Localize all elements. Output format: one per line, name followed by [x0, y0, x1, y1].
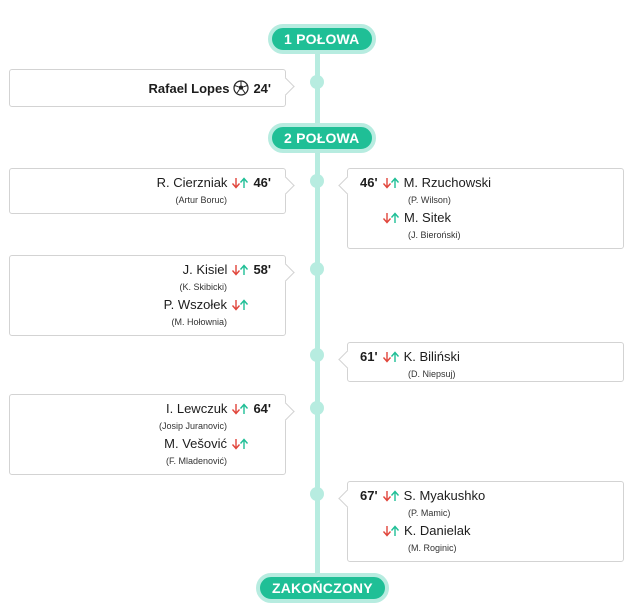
- phase-first-half: 1 POŁOWA: [268, 24, 376, 54]
- timeline-dot: [310, 348, 324, 362]
- substitution-icon: [382, 524, 400, 537]
- player-out: (M. Roginic): [408, 543, 457, 553]
- substitution-row: P. Wszołek: [164, 297, 249, 312]
- player-out: (M. Hołownia): [171, 317, 227, 327]
- substitution-icon: [382, 350, 399, 363]
- player-in: K. Danielak: [404, 523, 471, 538]
- event-minute: 58': [253, 262, 271, 277]
- substitution-icon: [382, 176, 399, 189]
- player-out: (J. Bieroński): [408, 230, 461, 240]
- player-out: (Artur Boruc): [175, 195, 227, 205]
- substitution-card: 67' S. Myakushko (P. Mamic) K. Danielak …: [347, 481, 624, 562]
- goal-event-card: Rafael Lopes 24': [9, 69, 286, 107]
- event-minute: 61': [360, 349, 378, 364]
- timeline-dot: [310, 487, 324, 501]
- player-in: R. Cierzniak: [156, 175, 228, 190]
- substitution-row: I. Lewczuk 64': [166, 401, 271, 416]
- player-in: M. Sitek: [404, 210, 451, 225]
- timeline-line: [315, 30, 320, 590]
- substitution-row: M. Sitek: [382, 210, 451, 225]
- goal-row: Rafael Lopes 24': [149, 80, 271, 96]
- player-out: (Josip Juranovic): [158, 421, 227, 431]
- substitution-icon: [382, 211, 400, 224]
- substitution-row: 67' S. Myakushko: [360, 488, 485, 503]
- substitution-row: 46' M. Rzuchowski: [360, 175, 491, 190]
- substitution-card: I. Lewczuk 64' (Josip Juranovic) M. Vešo…: [9, 394, 286, 475]
- substitution-card: R. Cierzniak 46' (Artur Boruc): [9, 168, 286, 214]
- substitution-icon: [232, 263, 249, 276]
- substitution-row: J. Kisiel 58': [183, 262, 271, 277]
- player-in: M. Rzuchowski: [403, 175, 491, 190]
- goal-minute: 24': [253, 80, 271, 96]
- player-in: K. Biliński: [403, 349, 460, 364]
- event-minute: 46': [253, 175, 271, 190]
- football-icon: [233, 80, 250, 96]
- player-out: (K. Skibicki): [179, 282, 227, 292]
- substitution-card: 46' M. Rzuchowski (P. Wilson) M. Sitek (…: [347, 168, 624, 249]
- player-out: (D. Niepsuj): [408, 369, 456, 379]
- player-out: (P. Mamic): [408, 508, 451, 518]
- goal-scorer: Rafael Lopes: [148, 80, 230, 96]
- substitution-row: 61' K. Biliński: [360, 349, 460, 364]
- player-in: M. Vešović: [164, 436, 227, 451]
- timeline-dot: [310, 174, 324, 188]
- substitution-icon: [382, 489, 399, 502]
- timeline-dot: [310, 401, 324, 415]
- substitution-icon: [232, 402, 249, 415]
- timeline-dot: [310, 262, 324, 276]
- phase-finished: ZAKOŃCZONY: [256, 573, 389, 603]
- substitution-card: J. Kisiel 58' (K. Skibicki) P. Wszołek (…: [9, 255, 286, 336]
- event-minute: 64': [253, 401, 271, 416]
- substitution-row: K. Danielak: [382, 523, 470, 538]
- substitution-row: R. Cierzniak 46': [157, 175, 271, 190]
- timeline-dot: [310, 75, 324, 89]
- substitution-icon: [231, 298, 249, 311]
- substitution-icon: [232, 176, 249, 189]
- player-in: I. Lewczuk: [166, 401, 228, 416]
- player-out: (F. Mladenović): [165, 456, 227, 466]
- event-minute: 67': [360, 488, 378, 503]
- player-in: J. Kisiel: [182, 262, 228, 277]
- substitution-icon: [231, 437, 249, 450]
- event-minute: 46': [360, 175, 378, 190]
- phase-second-half: 2 POŁOWA: [268, 123, 376, 153]
- substitution-row: M. Vešović: [164, 436, 249, 451]
- substitution-card: 61' K. Biliński (D. Niepsuj): [347, 342, 624, 382]
- player-in: P. Wszołek: [163, 297, 227, 312]
- player-out: (P. Wilson): [408, 195, 451, 205]
- player-in: S. Myakushko: [403, 488, 486, 503]
